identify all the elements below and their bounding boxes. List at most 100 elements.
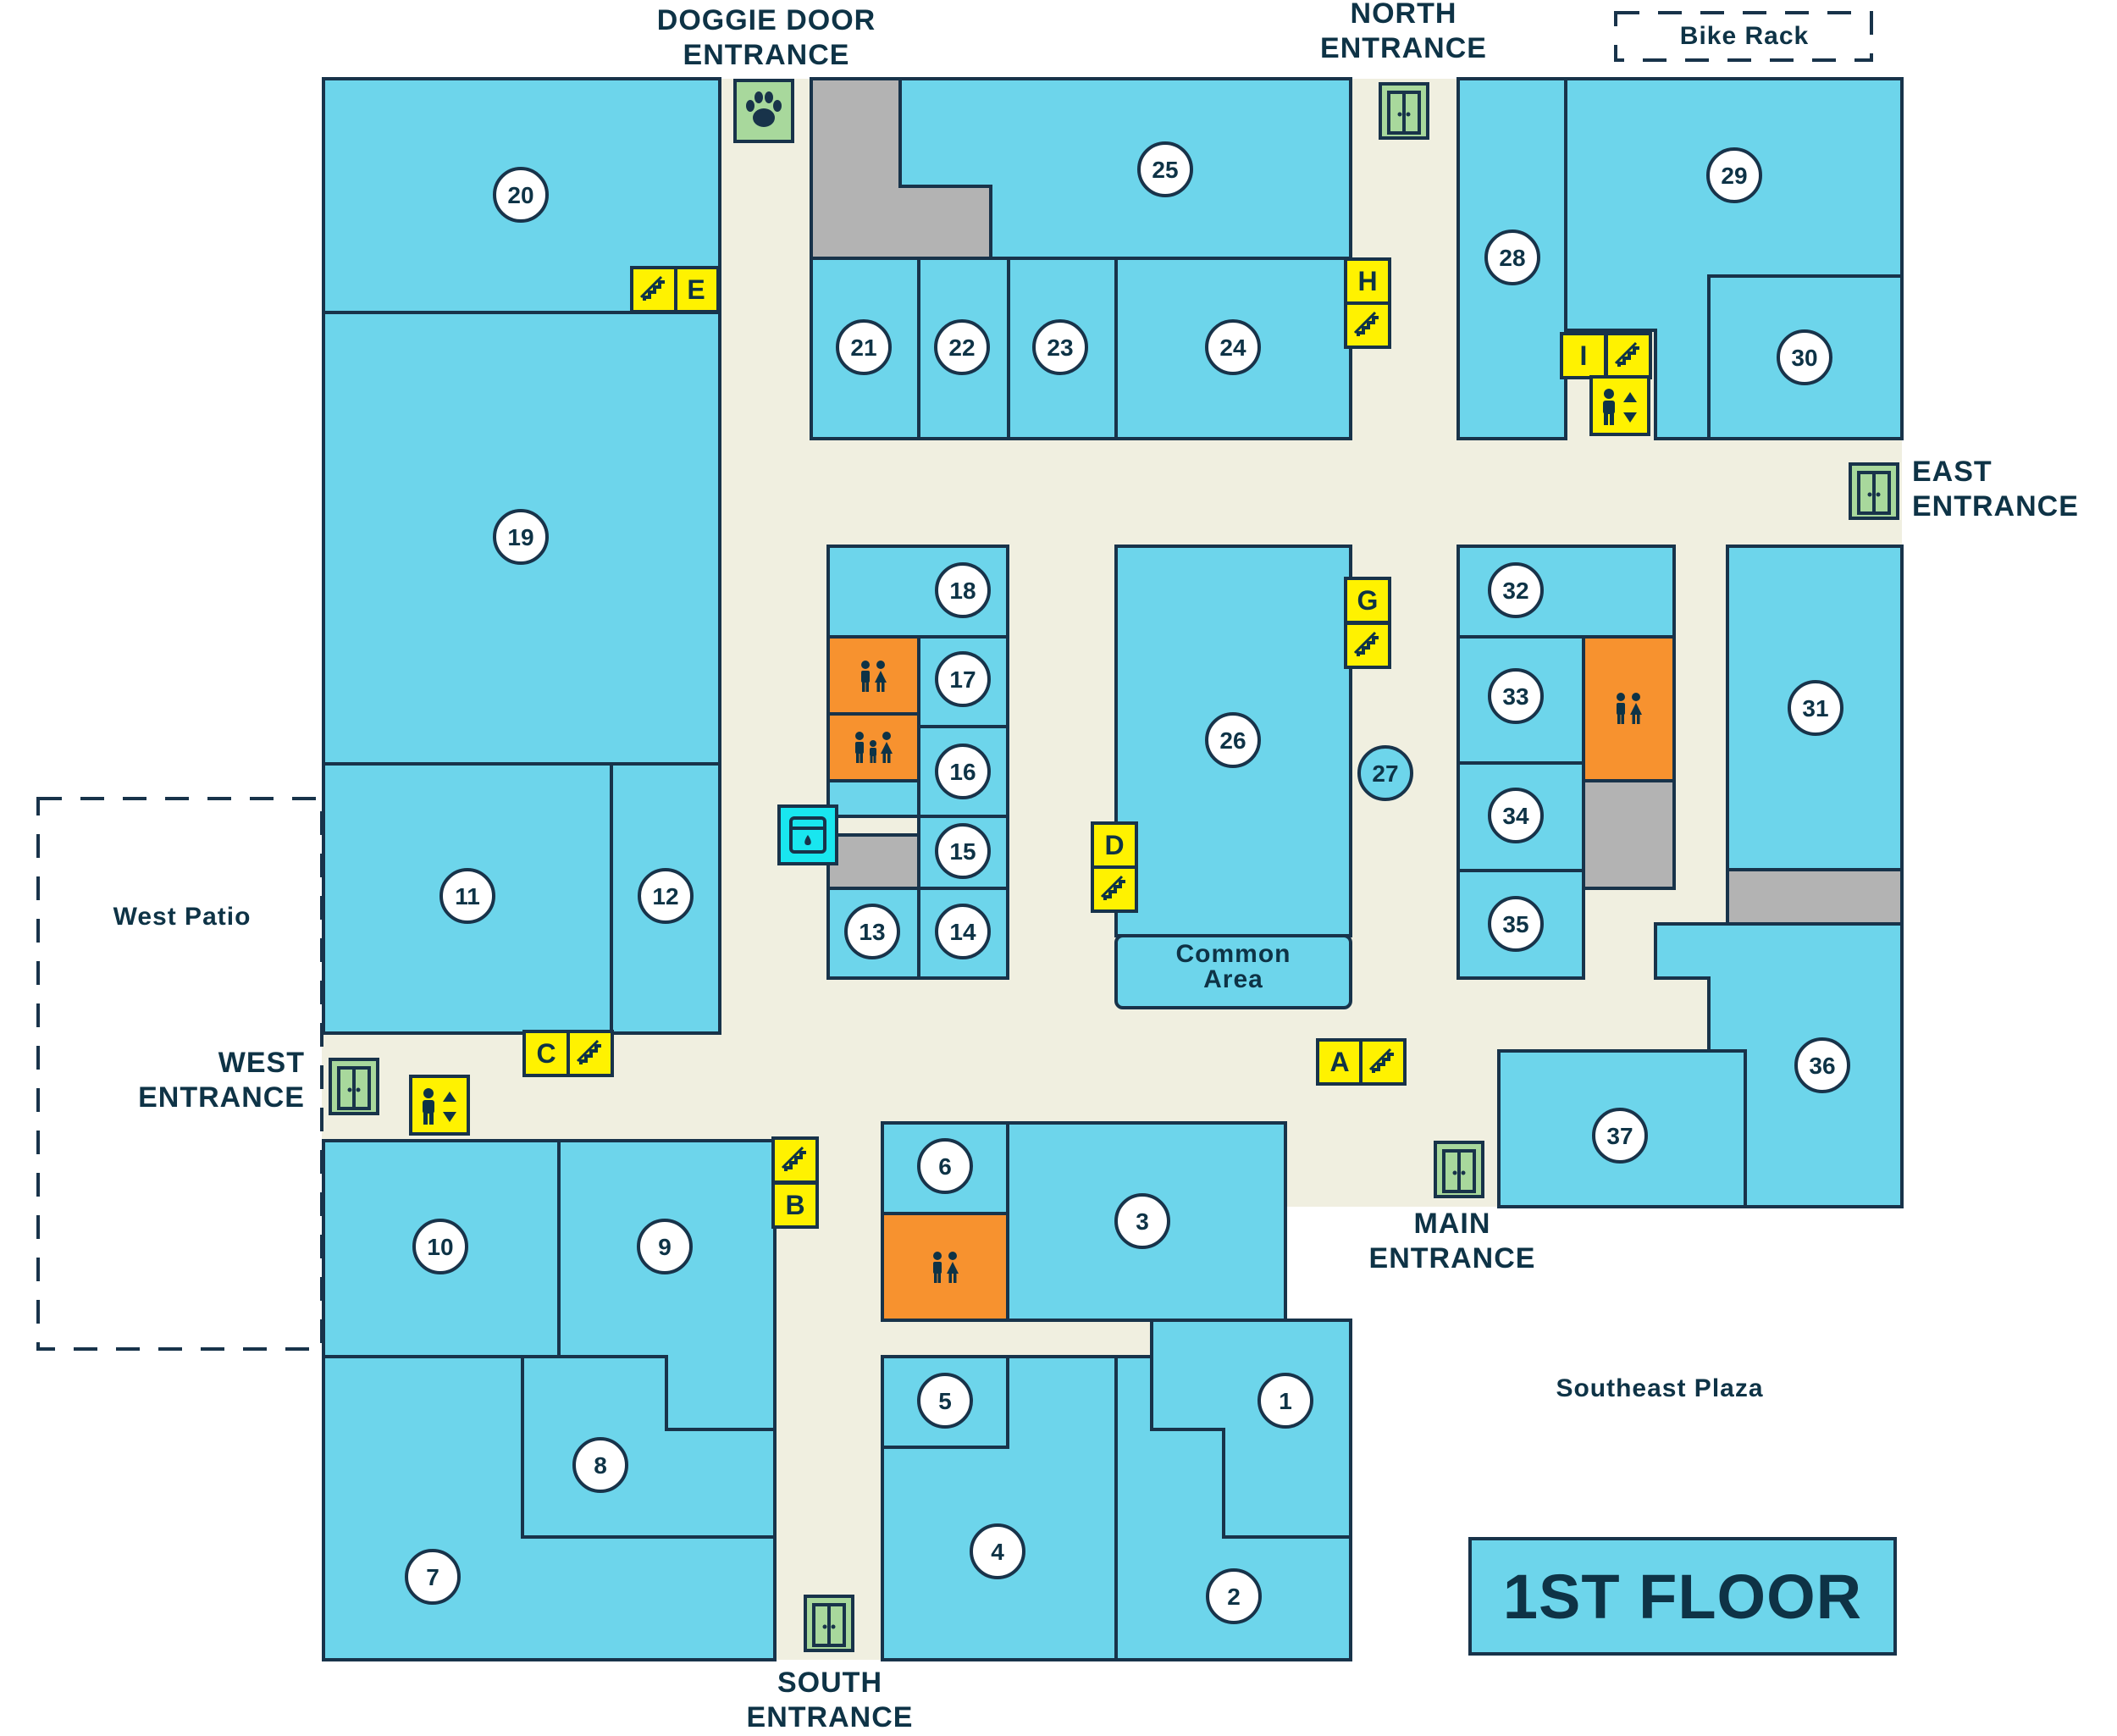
east-line-2: ENTRANCE (1912, 490, 2079, 523)
restroom-6[interactable] (881, 1212, 1009, 1322)
room-12[interactable] (610, 762, 721, 1035)
common-area[interactable] (1114, 934, 1352, 1009)
room-badge-21: 21 (836, 319, 892, 375)
room-number: 36 (1809, 1053, 1835, 1079)
room-number: 1 (1279, 1388, 1292, 1414)
room-badge-6: 6 (917, 1138, 973, 1194)
restroom-family[interactable] (826, 712, 920, 782)
stairs-d[interactable]: D (1091, 821, 1138, 913)
room-number: 5 (938, 1388, 952, 1414)
room-number: 13 (859, 919, 885, 945)
main-line-2: ENTRANCE (1368, 1242, 1536, 1275)
stairs-letter-tile (1344, 257, 1391, 305)
stairs-e[interactable]: E (630, 266, 720, 313)
west-entrance-label: WEST ENTRANCE (102, 1046, 305, 1116)
south-entrance-door-icon[interactable] (804, 1595, 854, 1652)
room-number: 19 (507, 524, 533, 550)
west-line-2: ENTRANCE (138, 1081, 305, 1114)
room-number: 30 (1791, 345, 1817, 371)
room-number: 25 (1152, 157, 1178, 183)
common-line-2: Area (1203, 965, 1263, 993)
room-badge-circle (1488, 788, 1544, 843)
stairs-letter: C (536, 1038, 556, 1069)
room-badge-circle (637, 1219, 693, 1274)
paw-icon[interactable] (733, 79, 794, 143)
room-badge-circle (917, 1138, 973, 1194)
room-number: 20 (507, 182, 533, 208)
room-badge-circle (1032, 319, 1088, 375)
room-badge-20: 20 (493, 167, 549, 223)
room-number: 28 (1499, 245, 1525, 271)
room-badge-circle (1488, 896, 1544, 952)
room-badge-2: 2 (1206, 1568, 1262, 1624)
room-badge-14: 14 (935, 904, 991, 959)
stairs-letter-tile (771, 1181, 819, 1229)
restroom-33[interactable] (1582, 635, 1676, 782)
room-number: 32 (1502, 578, 1528, 604)
elevator-icon[interactable] (409, 1075, 470, 1136)
utility-room-34 (1582, 779, 1676, 890)
north-line-1: NORTH (1350, 0, 1457, 30)
room-number: 17 (949, 666, 976, 693)
stairs-b[interactable]: B (771, 1136, 819, 1229)
room-badge-37: 37 (1592, 1108, 1648, 1164)
stairs-letter: I (1580, 340, 1588, 371)
room-2[interactable] (1114, 1355, 1352, 1661)
main-entrance-label: MAIN ENTRANCE (1346, 1207, 1558, 1277)
bike-rack-label: Bike Rack (1679, 22, 1810, 50)
room-number: 27 (1372, 760, 1398, 787)
room-badge-11: 11 (439, 868, 495, 924)
restroom-icons (855, 661, 1642, 1283)
room-number: 6 (938, 1153, 952, 1180)
stairs-c[interactable]: C (522, 1030, 614, 1077)
room-badge-7: 7 (405, 1549, 461, 1605)
doggie-door-entrance-label: DOGGIE DOOR ENTRANCE (627, 3, 906, 74)
room-badge-5: 5 (917, 1373, 973, 1429)
room-badge-27: 27 (1357, 745, 1413, 801)
stairs-g[interactable]: G (1344, 577, 1391, 669)
west-patio-outline (36, 797, 323, 1351)
room-badge-22: 22 (934, 319, 990, 375)
room-badge-28: 28 (1484, 229, 1540, 285)
north-entrance-door-icon[interactable] (1379, 82, 1429, 140)
room-number: 22 (948, 334, 975, 361)
room-badge-32: 32 (1488, 562, 1544, 618)
room-badge-4: 4 (970, 1523, 1025, 1579)
stairs-i[interactable]: I (1560, 332, 1652, 379)
room-badge-circle (934, 319, 990, 375)
room-badge-8: 8 (572, 1437, 628, 1493)
room-number: 2 (1227, 1584, 1241, 1610)
room-badge-circle (412, 1219, 468, 1274)
main-entrance-door-icon[interactable] (1434, 1141, 1484, 1198)
room-badge-circle (935, 823, 991, 879)
room-badge-circle (1788, 680, 1843, 736)
stairs-h[interactable]: H (1344, 257, 1391, 349)
stairs-a[interactable]: A (1316, 1038, 1407, 1086)
room-number: 23 (1047, 334, 1073, 361)
west-entrance-door-icon[interactable] (329, 1058, 379, 1115)
room-badge-circle (844, 904, 900, 959)
elevator-icon[interactable] (1589, 375, 1650, 436)
east-entrance-door-icon[interactable] (1849, 462, 1899, 520)
room-badge-34: 34 (1488, 788, 1544, 843)
doggie-line-2: ENTRANCE (683, 39, 850, 72)
room-number: 37 (1606, 1123, 1633, 1149)
room-badge-18: 18 (935, 562, 991, 618)
room-badge-circle (405, 1549, 461, 1605)
utility-room-15 (826, 833, 920, 890)
room-badge-circle (439, 868, 495, 924)
room-badge-circle (1706, 147, 1762, 203)
room-number: 34 (1502, 803, 1529, 829)
room-badge-17: 17 (935, 651, 991, 707)
room-badge-15: 15 (935, 823, 991, 879)
room-number: 16 (949, 759, 976, 785)
south-line-1: SOUTH (777, 1667, 882, 1699)
east-line-1: EAST (1912, 456, 1993, 488)
restroom-17[interactable] (826, 635, 920, 716)
room-badge-circle (1137, 141, 1193, 197)
room-badge-3: 3 (1114, 1193, 1170, 1249)
room-badge-12: 12 (638, 868, 694, 924)
family-restroom-icon (855, 732, 893, 763)
west-line-1: WEST (218, 1047, 305, 1079)
